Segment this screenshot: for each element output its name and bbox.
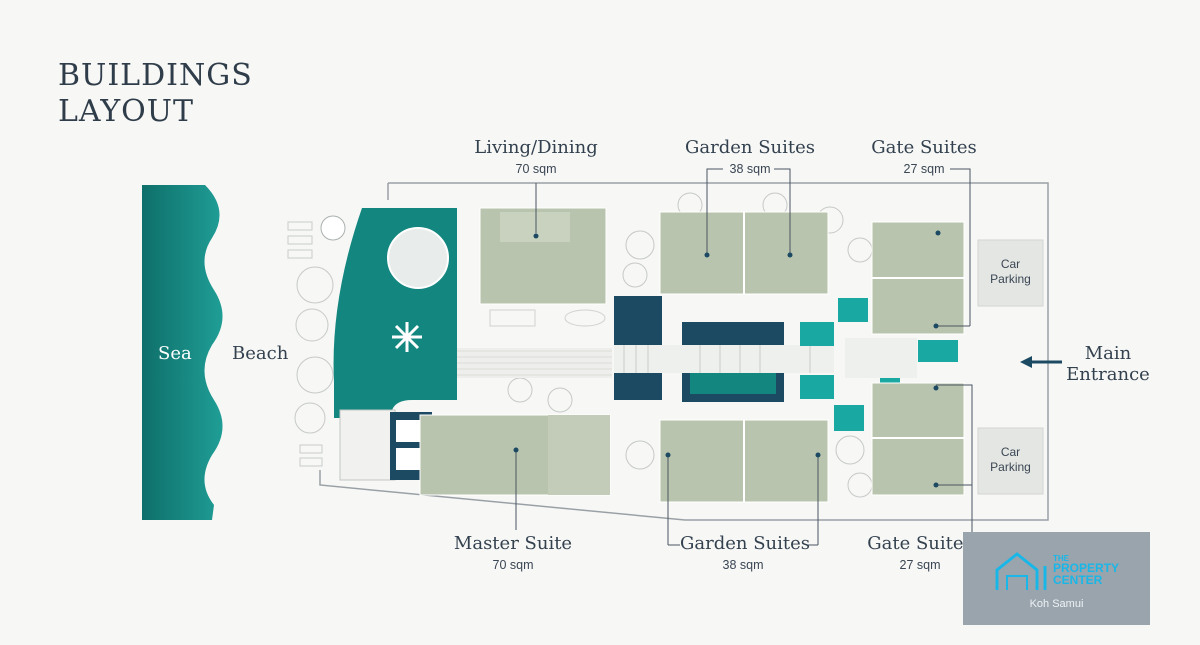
house-logo-icon [995, 552, 1047, 590]
property-center-logo[interactable]: THE PROPERTY CENTER Koh Samui [963, 532, 1150, 625]
car-parking-bottom-line-2: Parking [990, 460, 1031, 474]
round-gazebo [387, 227, 449, 289]
title-line-2: LAYOUT [58, 94, 195, 129]
car-parking-bottom-label: Car Parking [978, 445, 1043, 475]
logo-line-1: PROPERTY [1053, 561, 1120, 575]
garden-suites-bottom-label: Garden Suites [680, 533, 811, 554]
logo-line-2: CENTER [1053, 573, 1103, 587]
round-shrub [320, 215, 346, 241]
car-parking-top-label: Car Parking [978, 257, 1043, 287]
car-parking-top-line-1: Car [1000, 257, 1021, 271]
logo-the: THE [1053, 554, 1069, 563]
garden-suites-top-size: 38 sqm [729, 162, 771, 176]
gate-suites-top-label: Gate Suites [871, 137, 977, 158]
master-suite-size: 70 sqm [492, 558, 534, 572]
logo-location: Koh Samui [1029, 598, 1084, 610]
gate-suites-bottom-size: 27 sqm [899, 558, 941, 572]
beach-label: Beach [232, 343, 289, 364]
title-line-1: BUILDINGS [58, 58, 253, 93]
living-dining-label: Living/Dining [474, 137, 598, 158]
sun-loungers [287, 221, 323, 467]
main-entrance-label: Main Entrance [1062, 343, 1154, 385]
garden-suites-bottom-size: 38 sqm [722, 558, 764, 572]
sea-area [142, 185, 223, 520]
sun-icon-decoration [392, 322, 422, 352]
master-suite-label: Master Suite [453, 533, 573, 554]
car-parking-bottom-line-1: Car [1000, 445, 1021, 459]
property-boundary [319, 182, 1049, 521]
gate-suites-bottom-label: Gate Suites [867, 533, 973, 554]
main-entrance-line-1: Main [1084, 343, 1132, 364]
garden-suites-top-label: Garden Suites [684, 137, 815, 158]
car-parking-bottom [977, 427, 1044, 495]
gate-suites-top-size: 27 sqm [903, 162, 945, 176]
walkway [457, 348, 612, 378]
entrance-arrow-icon [1020, 356, 1062, 368]
car-parking-top-line-2: Parking [990, 272, 1031, 286]
main-entrance-line-2: Entrance [1066, 364, 1150, 385]
leader-lines [515, 168, 973, 546]
living-dining-size: 70 sqm [515, 162, 557, 176]
car-parking-top [977, 239, 1044, 307]
page-title: BUILDINGS LAYOUT [58, 58, 253, 130]
sea-label: Sea [158, 343, 192, 364]
